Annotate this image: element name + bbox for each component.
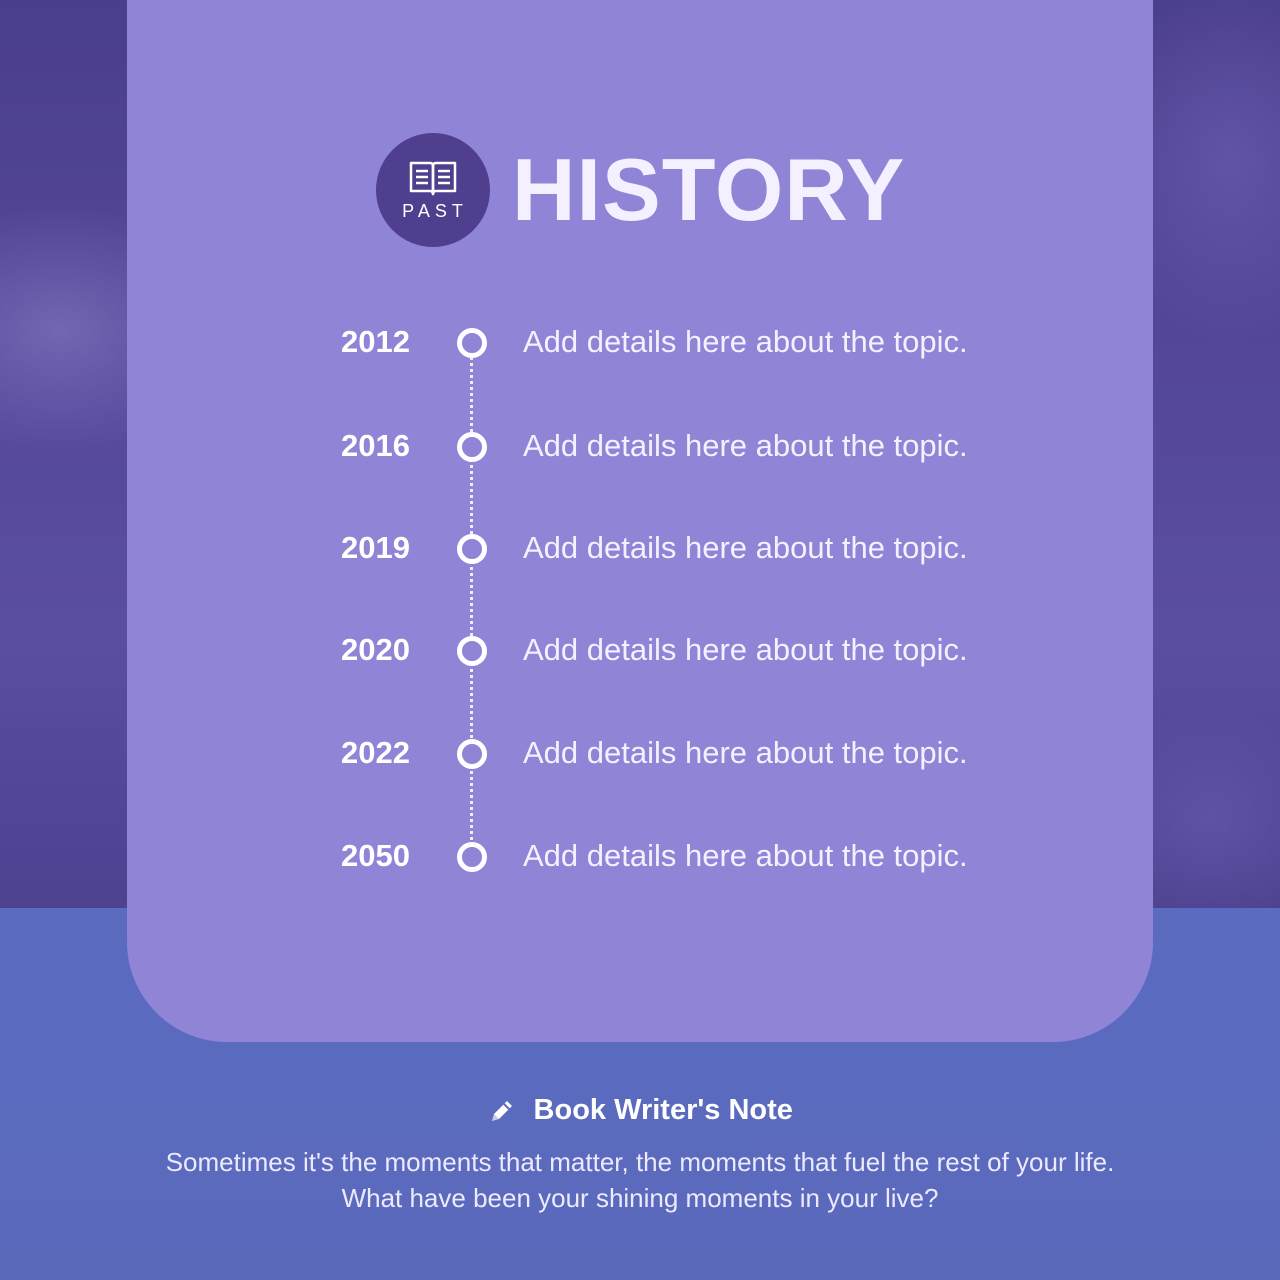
timeline-detail: Add details here about the topic. xyxy=(523,324,968,359)
timeline-year: 2012 xyxy=(341,324,410,359)
timeline-row: 2022 Add details here about the topic. xyxy=(0,733,1280,773)
timeline-connector xyxy=(470,345,473,858)
timeline-row: 2050 Add details here about the topic. xyxy=(0,836,1280,876)
timeline-year: 2020 xyxy=(341,632,410,667)
timeline-row: 2020 Add details here about the topic. xyxy=(0,630,1280,670)
note-line-2: What have been your shining moments in y… xyxy=(341,1183,939,1213)
timeline-dot xyxy=(457,636,487,666)
open-book-icon xyxy=(409,161,457,196)
badge-label: PAST xyxy=(402,201,468,221)
timeline-year: 2022 xyxy=(341,735,410,770)
timeline-year: 2019 xyxy=(341,530,410,565)
timeline-year: 2050 xyxy=(341,838,410,873)
note-body: Sometimes it's the moments that matter, … xyxy=(0,1144,1280,1216)
timeline-detail: Add details here about the topic. xyxy=(523,838,968,873)
history-card xyxy=(127,0,1153,1042)
page-title: HISTORY xyxy=(512,140,906,239)
pencil-icon xyxy=(492,1100,513,1121)
note-line-1: Sometimes it's the moments that matter, … xyxy=(165,1147,1115,1177)
timeline-row: 2016 Add details here about the topic. xyxy=(0,426,1280,466)
timeline-dot xyxy=(457,739,487,769)
note-title: Book Writer's Note xyxy=(533,1094,793,1126)
timeline-year: 2016 xyxy=(341,428,410,463)
timeline-detail: Add details here about the topic. xyxy=(523,632,968,667)
timeline-row: 2012 Add details here about the topic. xyxy=(0,322,1280,362)
timeline-detail: Add details here about the topic. xyxy=(523,735,968,770)
timeline-detail: Add details here about the topic. xyxy=(523,530,968,565)
timeline-dot xyxy=(457,328,487,358)
timeline-detail: Add details here about the topic. xyxy=(523,428,968,463)
timeline-row: 2019 Add details here about the topic. xyxy=(0,528,1280,568)
timeline-dot xyxy=(457,432,487,462)
writer-note-header: Book Writer's Note xyxy=(0,1094,1280,1134)
timeline-dot xyxy=(457,842,487,872)
past-badge: PAST xyxy=(376,133,490,247)
timeline-dot xyxy=(457,534,487,564)
